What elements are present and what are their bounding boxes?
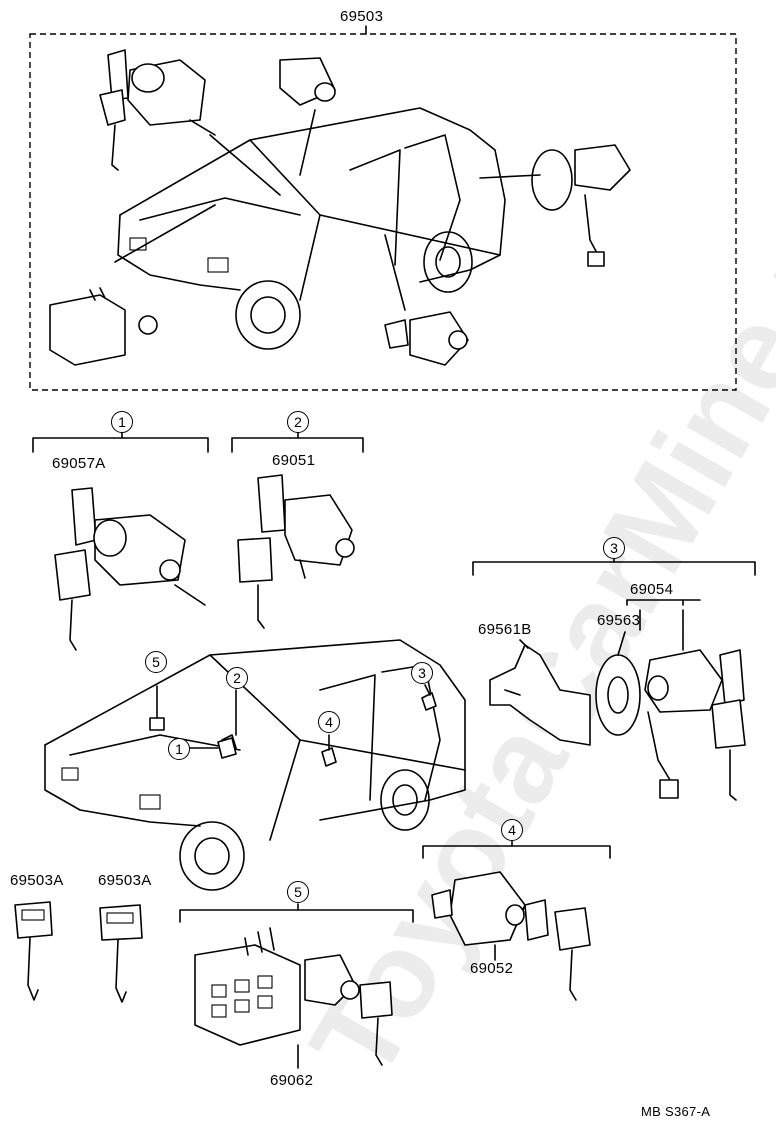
part-69054-cylinder xyxy=(639,609,746,801)
part-69563-grommet xyxy=(595,654,641,736)
location-marker-2: 2 xyxy=(226,667,248,689)
part-69052-drawing xyxy=(431,871,591,1001)
part-69563-label: 69563 xyxy=(597,612,641,629)
part-69062-drawing xyxy=(194,927,393,1069)
location-marker-5: 5 xyxy=(145,651,167,673)
footer-code: MB S367-A xyxy=(641,1104,711,1119)
group-1-marker: 1 xyxy=(111,411,133,433)
key-2-label: 69503A xyxy=(98,872,152,889)
set-label: 69503 xyxy=(340,8,384,25)
group-3-marker: 3 xyxy=(603,537,625,559)
part-69057a-drawing xyxy=(54,487,206,651)
group3-leaders xyxy=(519,599,701,656)
group-brackets xyxy=(32,431,756,923)
part-69054-label: 69054 xyxy=(630,581,674,598)
top-glove-box-lock xyxy=(49,287,158,366)
top-ignition-cylinder xyxy=(99,49,216,171)
top-door-cylinder-front xyxy=(384,311,469,366)
part-69051-drawing xyxy=(237,474,355,629)
part-69057a-label: 69057A xyxy=(52,455,106,472)
part-69561b-label: 69561B xyxy=(478,621,532,638)
part-69062-label: 69062 xyxy=(270,1072,314,1089)
group-5-marker: 5 xyxy=(287,881,309,903)
group-4-marker: 4 xyxy=(501,819,523,841)
middle-location-markers xyxy=(149,684,437,767)
top-vehicle-outline xyxy=(117,107,506,350)
part-69051-label: 69051 xyxy=(272,452,316,469)
middle-vehicle-outline xyxy=(44,639,466,891)
location-marker-3: 3 xyxy=(411,662,433,684)
part-69561b-bracket xyxy=(489,644,591,746)
group-2-marker: 2 xyxy=(287,411,309,433)
top-leader-lines xyxy=(114,109,541,311)
part-69052-label: 69052 xyxy=(470,960,514,977)
key-1-drawing xyxy=(14,901,53,1001)
location-marker-4: 4 xyxy=(318,711,340,733)
key-2-drawing xyxy=(99,904,143,1003)
set-frame xyxy=(29,25,737,391)
key-1-label: 69503A xyxy=(10,872,64,889)
top-door-cylinder-small xyxy=(279,57,336,106)
top-back-door-lock xyxy=(531,144,631,267)
location-marker-1: 1 xyxy=(168,738,190,760)
